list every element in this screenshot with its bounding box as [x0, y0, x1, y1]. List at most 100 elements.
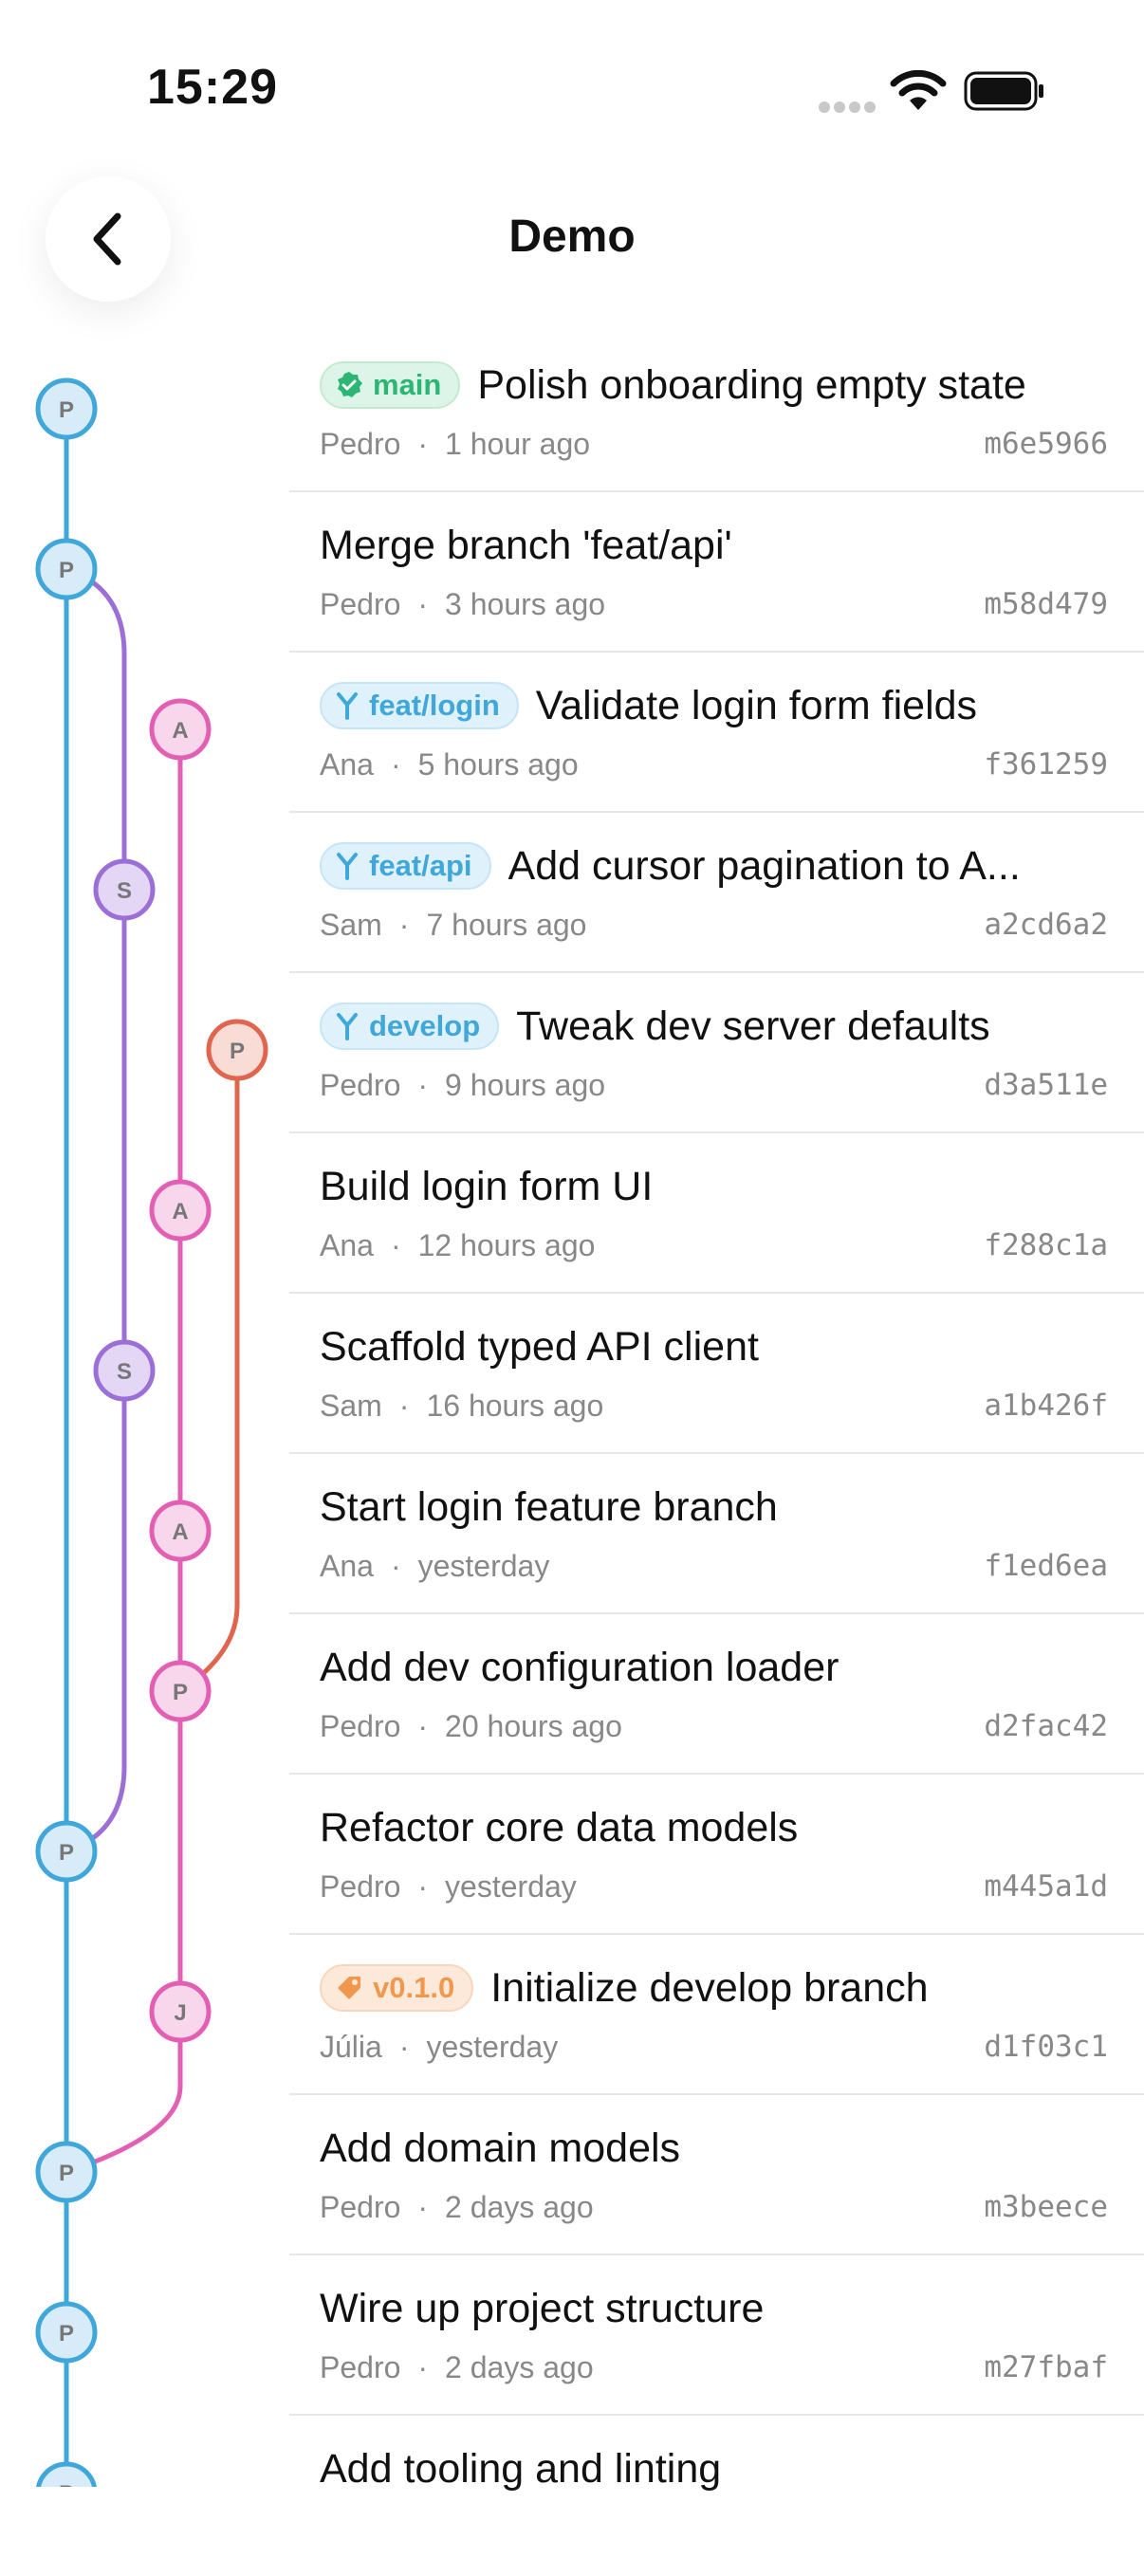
commit-title: Validate login form fields [535, 682, 978, 728]
commit-title: Merge branch 'feat/api' [320, 522, 732, 568]
commit-row[interactable]: main Polish onboarding empty state Pedro… [289, 332, 1144, 492]
commit-time: 2 days ago [445, 2190, 594, 2224]
commit-author: Pedro [320, 1709, 401, 1743]
commit-title: Refactor core data models [320, 1804, 799, 1850]
commit-author: Ana [320, 1228, 374, 1262]
commit-time: 3 hours ago [445, 587, 606, 621]
commit-sha: m3beece [984, 2190, 1108, 2224]
branch-badge-main: main [320, 361, 461, 409]
commit-node [93, 858, 156, 921]
status-time: 15:29 [147, 60, 278, 115]
commit-graph: PPASPASAPPJPPP [35, 377, 268, 2487]
commit-author: Pedro [320, 2190, 401, 2224]
commit-title: Add cursor pagination to A... [507, 842, 1021, 889]
commit-row[interactable]: Wire up project structure Pedro·2 days a… [289, 2255, 1144, 2416]
commit-time: 2 days ago [445, 2350, 594, 2384]
commit-sha: m27fbaf [984, 2350, 1108, 2384]
commit-sha: d3a511e [984, 1068, 1108, 1102]
branch-badge-feat-api: feat/api [320, 842, 491, 890]
graph-edge-feat-api [64, 566, 127, 1854]
commit-time: 16 hours ago [426, 1389, 604, 1423]
branch-fork-icon [337, 853, 358, 880]
commit-sha: d1f03c1 [984, 2030, 1108, 2064]
commit-node-initial: A [172, 718, 188, 744]
cellular-signal-icon [819, 101, 876, 113]
commit-node-initial: S [117, 1359, 132, 1385]
commit-node-initial: P [173, 1680, 188, 1705]
commit-time: 20 hours ago [445, 1709, 622, 1743]
commit-node [149, 1660, 212, 1722]
commit-sha: a2cd6a2 [984, 908, 1108, 942]
commit-node-initial: P [59, 2481, 74, 2487]
branch-badge-feat-login: feat/login [320, 682, 519, 729]
commit-title: Add domain models [320, 2125, 681, 2171]
commit-node-initial: P [59, 2161, 74, 2186]
back-button[interactable] [46, 176, 171, 302]
commit-sha: f1ed6ea [984, 1549, 1108, 1583]
commit-time: 12 hours ago [417, 1228, 596, 1262]
commit-sha: m6e5966 [984, 427, 1108, 461]
branch-fork-icon [337, 1013, 358, 1040]
commit-node [35, 1820, 98, 1883]
commit-time: yesterday [417, 1549, 550, 1583]
commit-title: Scaffold typed API client [320, 1323, 759, 1370]
commit-time: 5 hours ago [417, 747, 579, 782]
commit-node [149, 698, 212, 761]
commit-row[interactable]: Merge branch 'feat/api' Pedro·3 hours ag… [289, 492, 1144, 653]
commit-sha: m445a1d [984, 1869, 1108, 1904]
commit-row[interactable]: Add dev configuration loader Pedro·20 ho… [289, 1614, 1144, 1775]
commit-title: Polish onboarding empty state [477, 361, 1026, 408]
tag-badge-v0-1-0: v0.1.0 [320, 1964, 474, 2012]
commit-title: Initialize develop branch [490, 1964, 929, 2011]
tag-icon [338, 1977, 360, 1999]
commit-node [35, 2141, 98, 2203]
commit-title: Start login feature branch [320, 1483, 778, 1530]
commit-author: Sam [320, 908, 382, 942]
commit-node-initial: J [174, 2000, 186, 2026]
commit-author: Ana [320, 747, 374, 782]
commit-row[interactable]: Refactor core data models Pedro·yesterda… [289, 1775, 1144, 1935]
commit-node-initial: P [59, 397, 74, 423]
commit-time: yesterday [445, 1869, 577, 1904]
commit-author: Pedro [320, 1869, 401, 1904]
commit-node-initial: P [59, 2321, 74, 2346]
commit-title: Build login form UI [320, 1163, 654, 1209]
branch-badge-develop: develop [320, 1003, 500, 1050]
commit-sha: f288c1a [984, 1228, 1108, 1262]
commit-node-initial: P [59, 558, 74, 583]
commit-author: Ana [320, 1549, 374, 1583]
wifi-icon [890, 70, 947, 110]
commit-sha: a1b426f [984, 1389, 1108, 1423]
commit-node-initial: P [59, 1840, 74, 1866]
commit-node [149, 1500, 212, 1562]
graph-edge-develop [177, 1047, 240, 1694]
commit-author: Pedro [320, 427, 401, 461]
commit-row[interactable]: Scaffold typed API client Sam·16 hours a… [289, 1294, 1144, 1454]
commit-time: 9 hours ago [445, 1068, 606, 1102]
commit-sha: f361259 [984, 747, 1108, 782]
verified-check-icon [338, 372, 362, 397]
commit-sha: m58d479 [984, 587, 1108, 621]
commit-title: Add tooling and linting [320, 2445, 722, 2492]
commit-row[interactable]: v0.1.0 Initialize develop branch Júlia·y… [289, 1935, 1144, 2095]
chevron-left-icon [93, 212, 121, 266]
commit-row[interactable]: Add domain models Pedro·2 days ago m3bee… [289, 2095, 1144, 2255]
commit-node-initial: P [230, 1039, 245, 1064]
commit-row[interactable]: develop Tweak dev server defaults Pedro·… [289, 973, 1144, 1133]
commit-node [206, 1019, 268, 1081]
commit-node [36, 2461, 97, 2487]
commit-row[interactable]: Build login form UI Ana·12 hours ago f28… [289, 1133, 1144, 1294]
commit-row[interactable]: Add tooling and linting [289, 2416, 1144, 2576]
commit-node-initial: A [172, 1519, 188, 1545]
commit-row[interactable]: feat/login Validate login form fields An… [289, 653, 1144, 813]
commit-node [35, 2301, 98, 2364]
commit-time: yesterday [426, 2030, 559, 2064]
commit-author: Pedro [320, 2350, 401, 2384]
status-bar: 15:29 [0, 0, 1144, 180]
commit-author: Júlia [320, 2030, 382, 2064]
commit-time: 1 hour ago [445, 427, 591, 461]
commit-node [149, 1179, 212, 1242]
branch-fork-icon [337, 692, 358, 720]
commit-row[interactable]: feat/api Add cursor pagination to A... S… [289, 813, 1144, 973]
commit-row[interactable]: Start login feature branch Ana·yesterday… [289, 1454, 1144, 1614]
